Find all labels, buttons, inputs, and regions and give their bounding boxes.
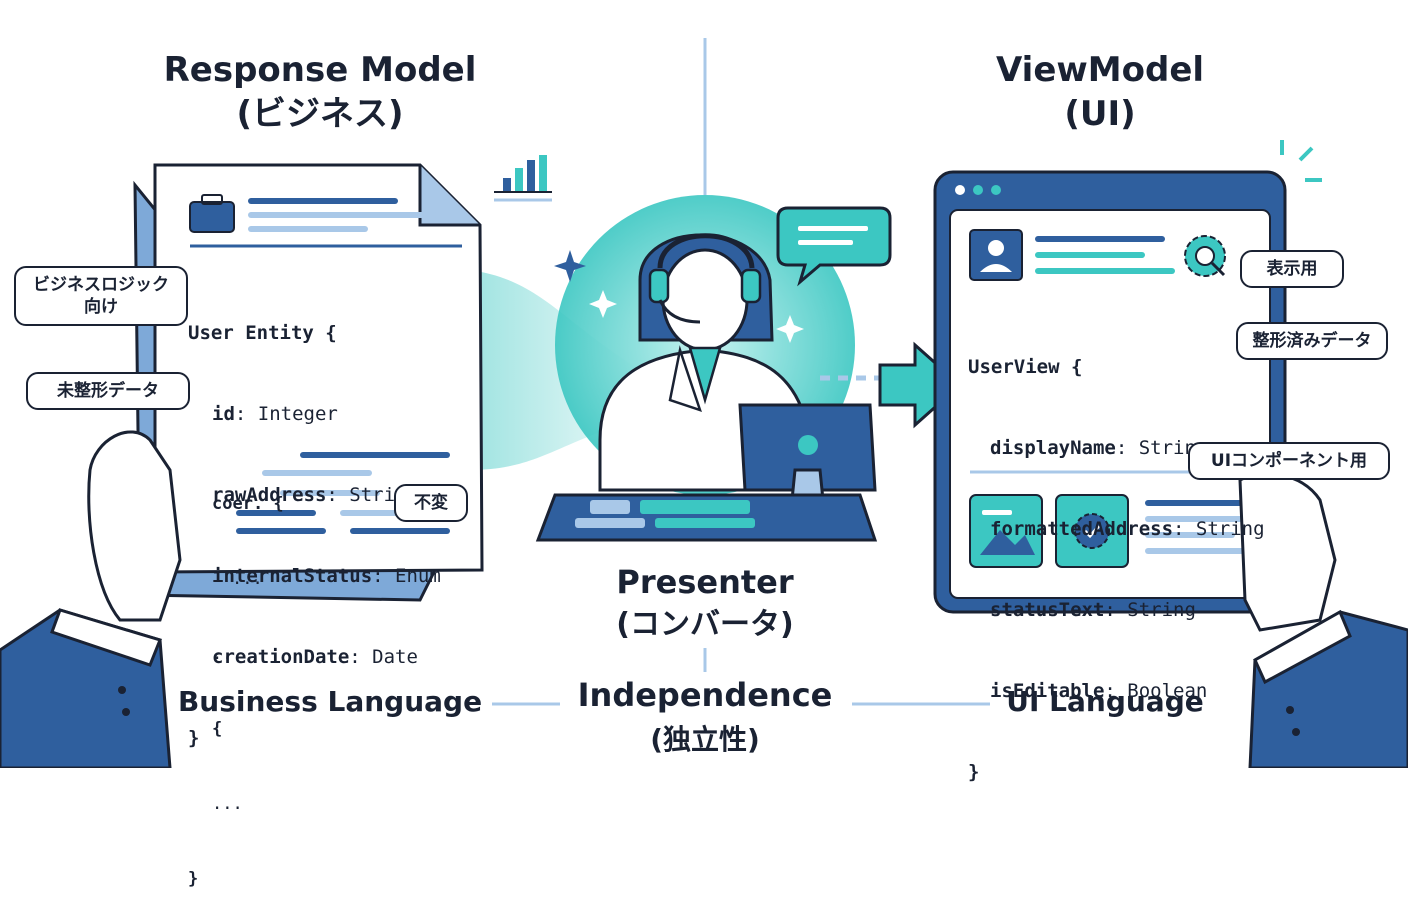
ui-language-label: UI Language: [1006, 685, 1204, 718]
code2-open: {: [212, 719, 223, 739]
code2-dots: ...: [212, 644, 243, 664]
bubble-formatted-data: 整形済みデータ: [1236, 322, 1388, 360]
presenter-subtitle: (コンバータ): [616, 607, 794, 642]
sparkle-icon: [589, 290, 617, 318]
gear-icon: [1184, 235, 1226, 277]
field-name: statusText: [990, 599, 1105, 621]
code-close: }: [968, 761, 980, 783]
business-language-label: Business Language: [177, 685, 483, 718]
field-type: Boolean: [1127, 680, 1208, 702]
bar-chart-icon: [494, 155, 552, 202]
field-name: formattedAddress: [990, 518, 1174, 540]
field-name: displayName: [990, 437, 1116, 459]
image-icon: [969, 494, 1043, 568]
code-header: User Entity {: [188, 322, 337, 344]
illustration-canvas: [0, 38, 1408, 768]
independence-sublabel: (独立性): [650, 723, 760, 756]
field-type: Date: [372, 646, 418, 668]
left-hand-thumb: [87, 430, 182, 622]
sparkle-icon: [554, 250, 586, 282]
code2-close: }: [188, 869, 199, 889]
bubble-business-logic: ビジネスロジック向け: [14, 266, 188, 326]
code-close: }: [188, 727, 200, 749]
briefcase-icon: [189, 194, 235, 233]
viewmodel-subtitle: (UI): [1064, 94, 1136, 134]
left-code-block-2: coer. { ... ... { ... }: [188, 442, 284, 917]
bubble-unformatted-data: 未整形データ: [26, 372, 190, 410]
bubble-ui-component: UIコンポーネント用: [1188, 442, 1390, 480]
field-name: creationDate: [212, 646, 350, 668]
bubble-display: 表示用: [1240, 250, 1344, 288]
right-code-block: UserView { displayName: String formatted…: [968, 356, 1265, 783]
field-name: id: [212, 403, 235, 425]
code-header: UserView {: [968, 356, 1083, 378]
user-avatar-icon: [969, 229, 1023, 281]
bubble-immutable: 不変: [394, 484, 468, 522]
independence-label: Independence: [577, 676, 833, 714]
code2-dots: ...: [212, 794, 243, 814]
field-type: String: [1127, 599, 1196, 621]
desk: [535, 493, 878, 542]
code2-dots: ...: [232, 569, 263, 589]
response-model-subtitle: (ビジネス): [236, 94, 404, 134]
presenter-title: Presenter: [616, 563, 794, 601]
response-model-title: Response Model: [163, 50, 477, 90]
field-name: isEditable: [990, 680, 1105, 702]
page-fold: [418, 165, 480, 227]
viewmodel-title: ViewModel: [995, 50, 1205, 90]
sparkle-icon: [776, 315, 804, 343]
gear-badge-icon: [1055, 494, 1129, 568]
field-name: rawAddress: [212, 484, 327, 506]
code2-header: coer. {: [212, 494, 284, 514]
chat-bubble-icon: [776, 206, 892, 287]
field-type: Enum: [395, 565, 441, 587]
field-name: internalStatus: [212, 565, 373, 587]
field-type: Integer: [257, 403, 338, 425]
field-type: String: [1195, 518, 1265, 540]
